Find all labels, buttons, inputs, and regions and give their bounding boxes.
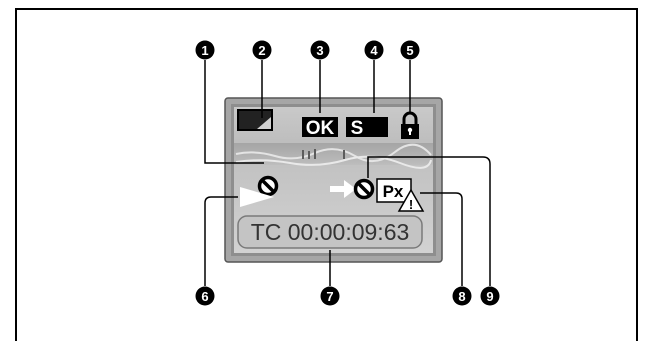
px-badge-text: Px: [383, 182, 404, 201]
s-badge-text: S: [351, 118, 364, 139]
callout-9: 9: [481, 287, 500, 306]
callout-number: 8: [458, 289, 465, 304]
callout-number: 1: [201, 43, 208, 58]
callout-2: 2: [253, 41, 272, 60]
callout-number: 5: [406, 43, 413, 58]
callout-6: 6: [196, 287, 215, 306]
callout-number: 3: [316, 43, 323, 58]
prohibited-icon: [260, 178, 277, 195]
warning-mark: !: [409, 197, 413, 212]
clip-thumbnail-icon: [237, 109, 273, 131]
callout-number: 7: [326, 289, 333, 304]
prohibited-icon: [356, 181, 373, 198]
callout-number: 4: [370, 43, 378, 58]
callout-number: 2: [258, 43, 265, 58]
callout-number: 6: [201, 289, 208, 304]
callout-number: 9: [486, 289, 493, 304]
callout-3: 3: [311, 41, 330, 60]
callout-1: 1: [196, 41, 215, 60]
callout-8: 8: [453, 287, 472, 306]
ok-badge-text: OK: [306, 118, 335, 139]
callout-7: 7: [321, 287, 340, 306]
timecode-text: TC 00:00:09:63: [251, 219, 410, 245]
callout-4: 4: [365, 41, 384, 60]
callout-5: 5: [401, 41, 420, 60]
